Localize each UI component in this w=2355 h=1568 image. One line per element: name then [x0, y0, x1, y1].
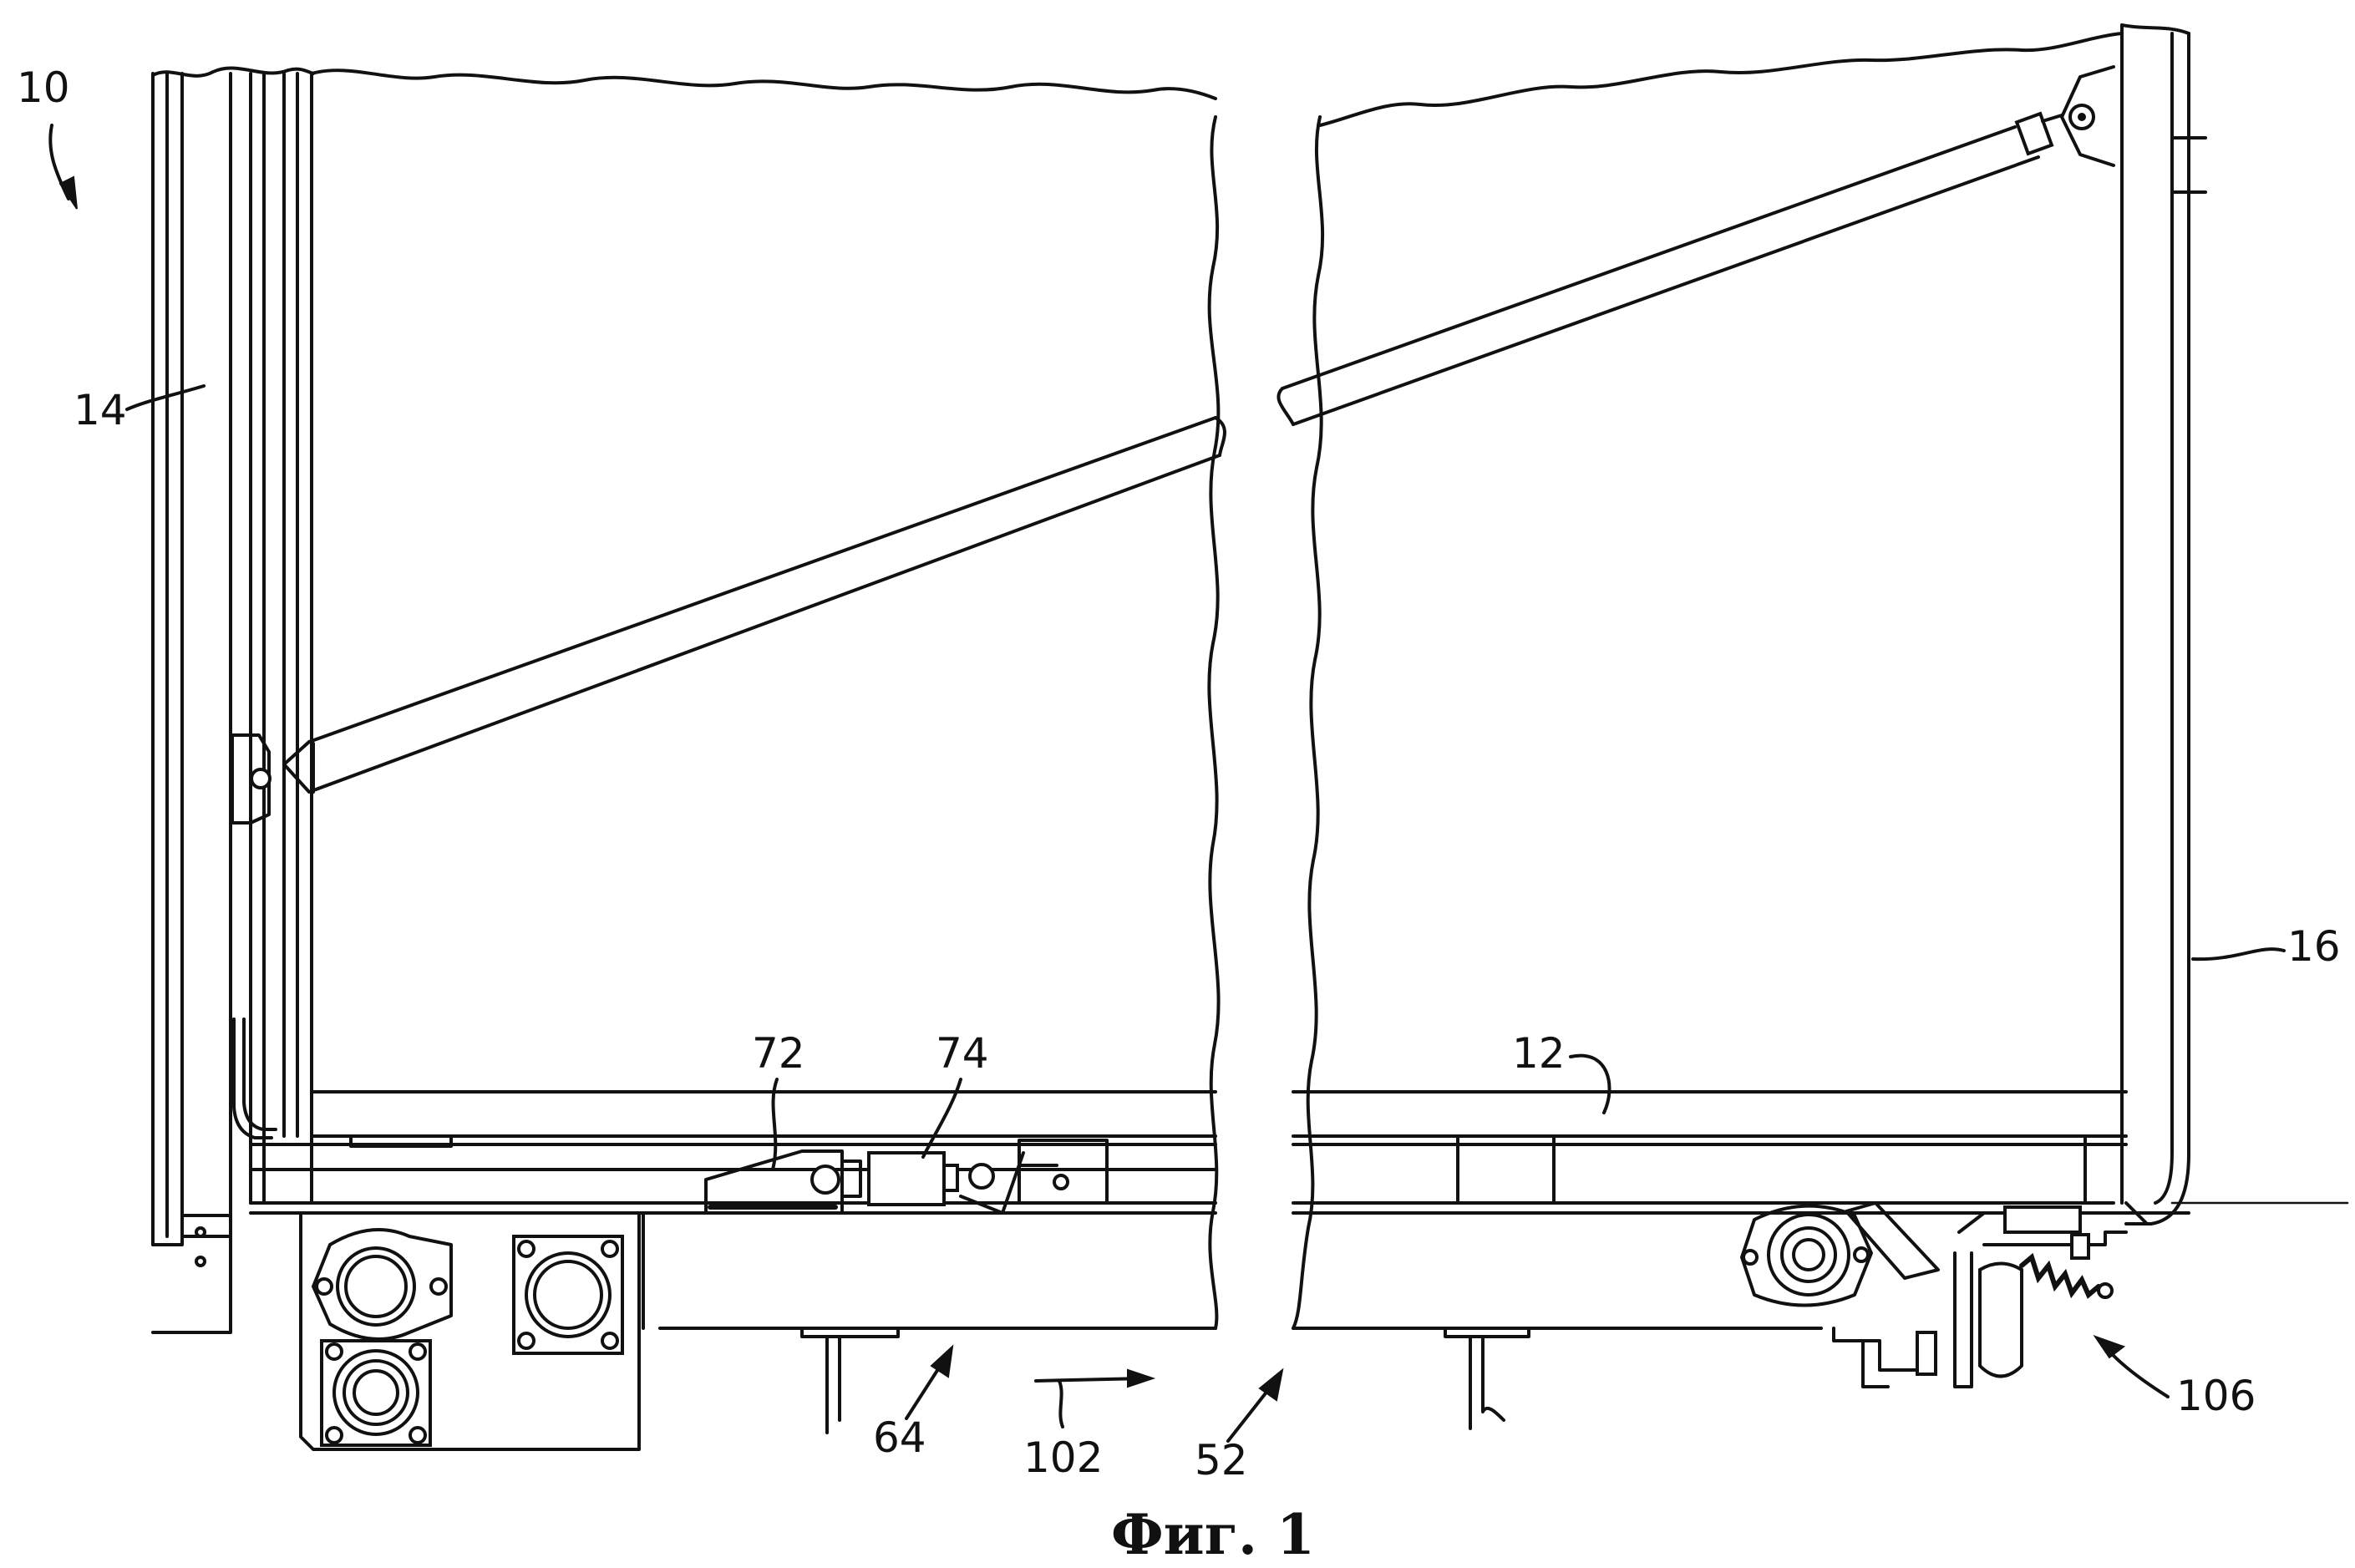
left-diagonal-brace	[284, 418, 1225, 792]
top-edges	[312, 33, 2122, 125]
label-12: 12	[1512, 1029, 1566, 1078]
couplers-left	[301, 1213, 639, 1449]
label-14: 14	[74, 386, 127, 434]
break-lines	[1209, 117, 1322, 1328]
mechanism-106	[1742, 1203, 2126, 1387]
right-diagonal-brace	[1278, 114, 2062, 424]
label-102: 102	[1023, 1434, 1103, 1482]
label-52: 52	[1195, 1436, 1248, 1484]
label-106: 106	[2176, 1372, 2256, 1420]
right-end-wall	[2062, 25, 2205, 1224]
leader-12	[1571, 1056, 1610, 1113]
figure-caption: Фиг. 1	[1111, 1502, 1315, 1567]
label-16: 16	[2287, 922, 2341, 971]
label-10: 10	[17, 63, 70, 112]
label-64: 64	[873, 1413, 926, 1462]
label-74: 74	[936, 1029, 989, 1078]
left-end-wall	[153, 68, 313, 1332]
leader-16	[2193, 949, 2284, 959]
label-72: 72	[752, 1029, 805, 1078]
